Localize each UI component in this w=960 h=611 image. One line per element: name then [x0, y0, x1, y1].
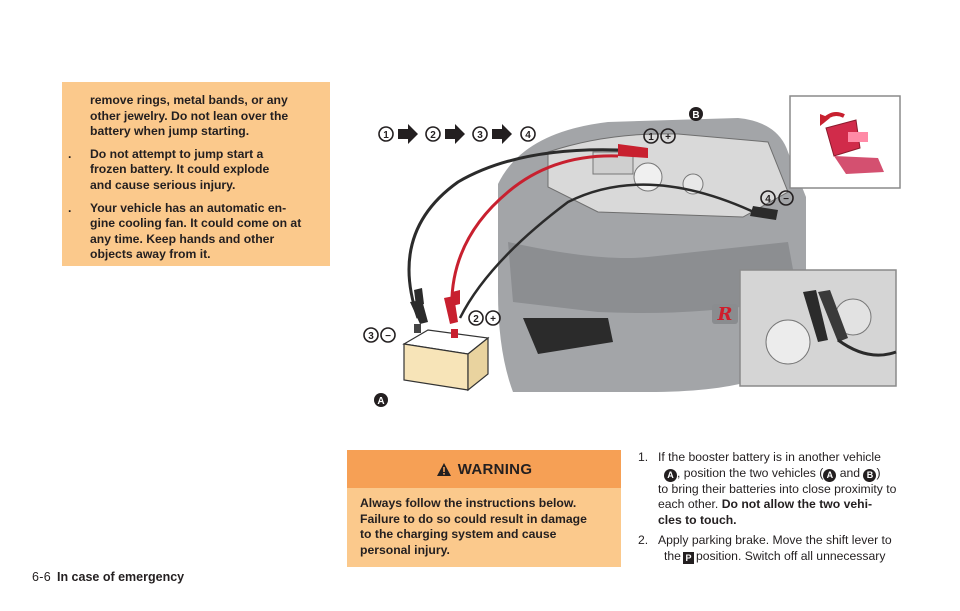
callout-a-icon: A	[823, 468, 837, 482]
callout-a: A	[374, 393, 388, 407]
callout-b-icon: B	[863, 468, 877, 482]
warning-text: Always follow the instructions below. Fa…	[360, 496, 587, 557]
positive-cable	[450, 154, 619, 315]
svg-text:1: 1	[383, 130, 389, 141]
positive-clamp-booster	[444, 290, 460, 324]
callout-1-plus: 1 +	[643, 128, 676, 144]
svg-text:R: R	[717, 304, 733, 325]
callout-b: B	[689, 107, 703, 121]
arrow-right-icon	[492, 124, 512, 144]
svg-text:2: 2	[430, 130, 436, 141]
ground-cable	[458, 183, 759, 319]
svg-text:4: 4	[765, 194, 771, 205]
svg-text:3: 3	[368, 331, 374, 342]
step-1: 1. If the booster battery is in another …	[638, 450, 897, 527]
warning-header: WARNING	[347, 450, 621, 488]
negative-clamp-engine	[750, 206, 778, 220]
callout-3-minus: 3 −	[363, 327, 396, 343]
negative-cable	[407, 148, 619, 319]
gtr-badge: R	[712, 304, 738, 325]
callout-a-icon: A	[664, 468, 677, 482]
svg-text:3: 3	[477, 130, 483, 141]
ground-point-inset	[739, 269, 897, 387]
svg-text:1: 1	[648, 132, 654, 143]
section-title: In case of emergency	[56, 570, 185, 584]
callout-4-minus: 4 −	[760, 190, 794, 206]
negative-clamp-booster	[410, 288, 428, 324]
warning-bullet-frozen-battery: . Do not attempt to jump start a frozen …	[68, 146, 270, 192]
engine-part	[633, 162, 663, 192]
arrow-right-icon	[398, 124, 418, 144]
svg-text:−: −	[783, 194, 789, 205]
svg-text:A: A	[377, 396, 384, 407]
engine-bay	[547, 133, 789, 218]
instruction-steps: 1. If the booster battery is in another …	[638, 450, 914, 570]
positive-clamp-vehicle	[618, 144, 648, 158]
booster-battery	[402, 324, 490, 392]
svg-text:B: B	[692, 110, 699, 121]
callout-2-plus: 2 +	[468, 310, 501, 326]
warning-continuation-box: remove rings, metal bands, or any other …	[62, 82, 330, 266]
step-2: 2. Apply parking brake. Move the shift l…	[638, 533, 892, 564]
park-position-icon: P	[682, 551, 694, 564]
warning-box: WARNING Always follow the instructions b…	[347, 450, 621, 567]
page-footer: 6-6 In case of emergency	[32, 570, 184, 584]
page-number: 6-6	[32, 570, 51, 584]
arrow-right-icon	[445, 124, 465, 144]
svg-text:+: +	[665, 132, 671, 143]
warning-title: WARNING	[457, 460, 533, 478]
connection-sequence: 1 2 3 4	[378, 124, 536, 144]
svg-text:−: −	[385, 331, 391, 342]
warning-triangle-icon	[436, 462, 451, 476]
svg-text:+: +	[490, 314, 496, 325]
svg-text:2: 2	[473, 314, 479, 325]
car-grille	[523, 318, 613, 354]
car-bumper	[508, 242, 798, 313]
terminal-cover-inset	[789, 95, 901, 189]
warning-bullet-cooling-fan: . Your vehicle has an automatic en- gine…	[68, 200, 302, 262]
jump-start-illustration: R 1 2 3 4 B 1 + 4 − 2 +	[363, 95, 901, 407]
svg-text:4: 4	[525, 130, 531, 141]
warning-intro: remove rings, metal bands, or any other …	[90, 93, 289, 139]
